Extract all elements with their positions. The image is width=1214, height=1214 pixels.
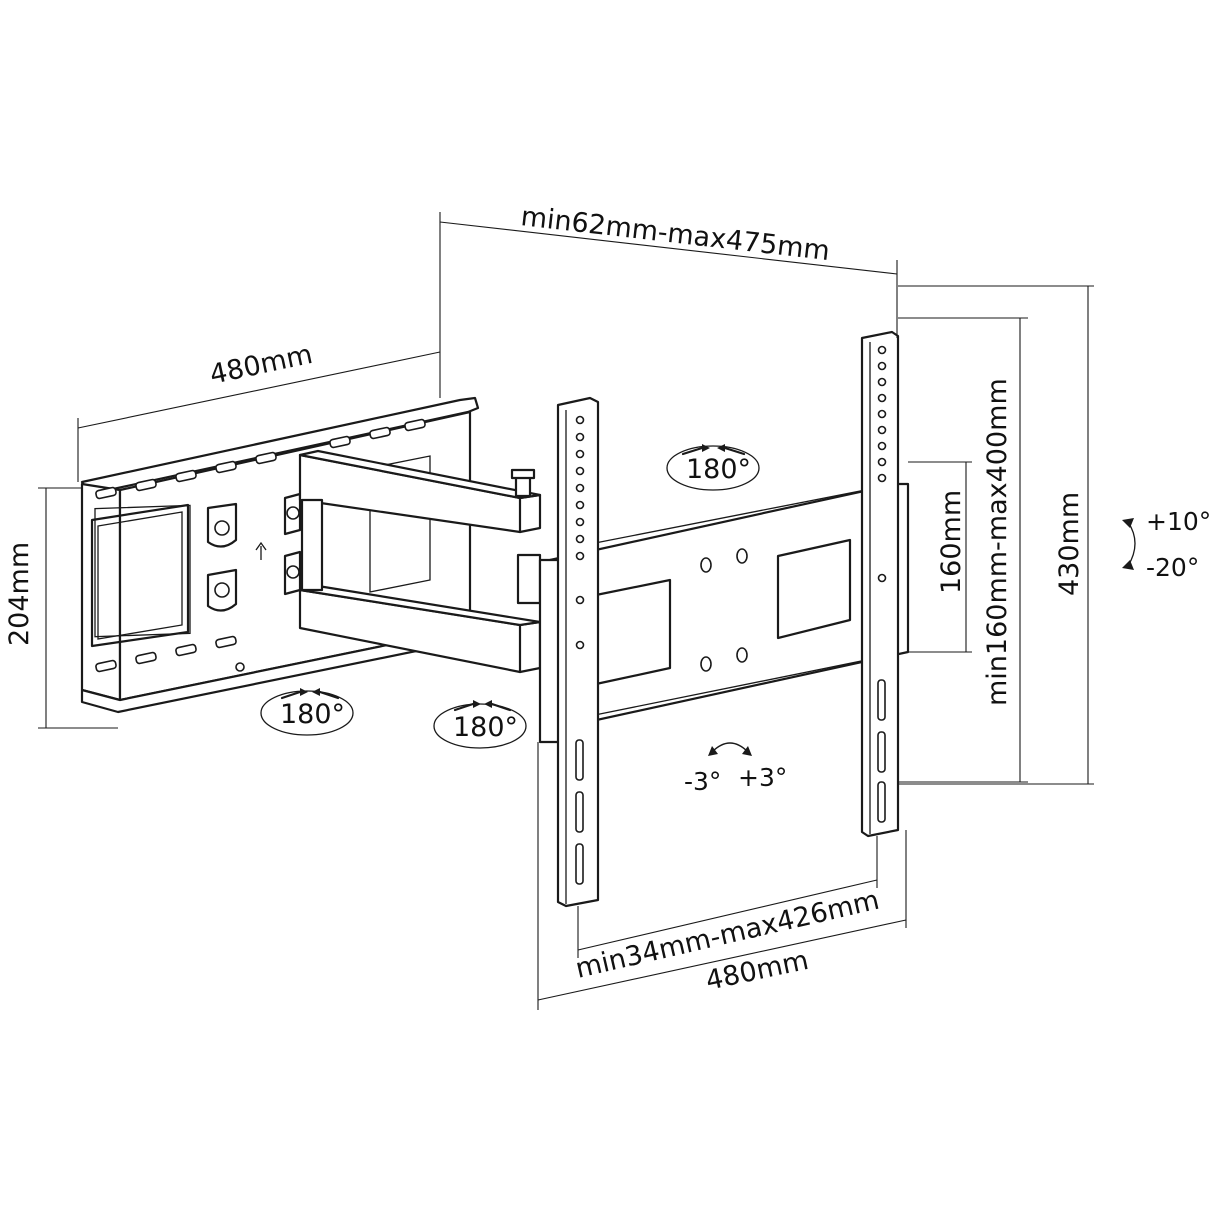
rotation-labels: 180° 180° 180° +10° -20° -3° +3° (280, 454, 1211, 796)
right-bracket-holes (877, 345, 887, 823)
left-bracket-holes (575, 415, 585, 885)
label-swivel-top: 180° (686, 454, 751, 485)
tv-plate (538, 330, 910, 908)
label-swivel-middle: 180° (453, 712, 518, 743)
label-level-plus: +3° (738, 763, 787, 792)
label-level-minus: -3° (684, 767, 721, 796)
swing-arm (298, 449, 542, 674)
label-vesa-small: 160mm (936, 490, 967, 594)
rotation-symbols (260, 444, 1136, 756)
label-left-height: 204mm (4, 542, 35, 646)
label-swivel-wall: 180° (280, 699, 345, 730)
label-total-height: 430mm (1054, 492, 1085, 596)
label-vesa-range: min160mm-max400mm (982, 378, 1013, 706)
dimension-lines (38, 212, 1094, 1010)
wall-plate (80, 396, 480, 714)
label-left-width: 480mm (207, 339, 315, 391)
label-tilt-up: +10° (1146, 507, 1211, 536)
label-top-width: min62mm-max475mm (519, 201, 831, 267)
label-tilt-down: -20° (1146, 553, 1199, 582)
